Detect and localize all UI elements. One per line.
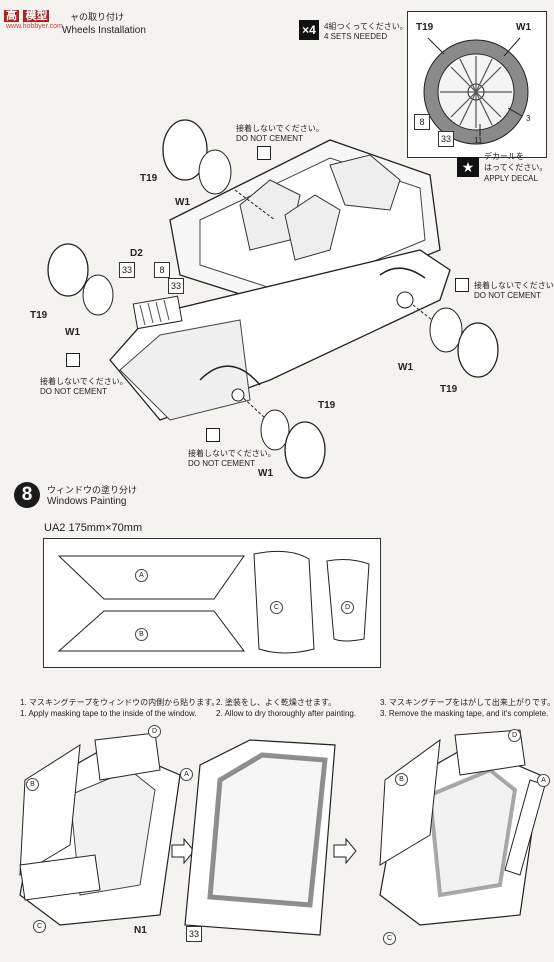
no-cement-jp-4: 接着しないでください。 (188, 449, 276, 458)
part-t19-bottom: T19 (318, 400, 336, 411)
decal-jp2: はってください。 (484, 163, 548, 172)
bottom-label-c3: C (383, 932, 396, 945)
no-cement-en-2: DO NOT CEMENT (474, 291, 541, 300)
piece-b: B (135, 628, 148, 641)
instruction-2-jp: 2. 塗装をし、よく乾燥させます。 (216, 698, 337, 707)
no-cement-icon (66, 353, 80, 367)
part-w1-top: W1 (175, 197, 190, 208)
bottom-label-b1: B (26, 778, 39, 791)
instruction-3-en: 3. Remove the masking tape, and it's com… (380, 709, 549, 718)
instruction-2-en: 2. Allow to dry thoroughly after paintin… (216, 709, 357, 718)
instruction-3-jp: 3. マスキングテープをはがして出来上がりです。 (380, 698, 554, 707)
part-t19-left: T19 (30, 310, 48, 321)
piece-a: A (135, 569, 148, 582)
bottom-label-a3: A (537, 774, 550, 787)
part-t19-top: T19 (140, 173, 158, 184)
detail-label-11: 11 (474, 136, 483, 145)
detail-label-w1: W1 (516, 22, 531, 33)
decal-en: APPLY DECAL (484, 174, 538, 183)
bottom-label-a1: A (180, 768, 193, 781)
sets-jp: 4組つくってください。 (324, 22, 408, 31)
no-cement-en-1: DO NOT CEMENT (236, 134, 303, 143)
step7-title-jp: ャの取り付け (70, 12, 125, 22)
part-w1-bottom: W1 (258, 468, 273, 479)
logo-sub: 模型 (23, 10, 50, 22)
detail-label-3: 3 (526, 114, 531, 123)
step7-title-en: Wheels Installation (62, 25, 146, 36)
piece-c: C (270, 601, 283, 614)
bottom-label-d1: D (148, 725, 161, 738)
step8-title-en: Windows Painting (47, 496, 127, 507)
chassis-assembly-drawing (47, 119, 499, 479)
window-pieces-drawing (57, 550, 370, 654)
no-cement-en-3: DO NOT CEMENT (40, 387, 107, 396)
window-masking-diagrams (19, 729, 546, 936)
part-33-left: 33 (119, 262, 135, 278)
no-cement-jp-3: 接着しないでください。 (40, 377, 128, 386)
part-w1-left: W1 (65, 327, 80, 338)
no-cement-en-4: DO NOT CEMENT (188, 459, 255, 468)
no-cement-icon (257, 146, 271, 160)
no-cement-icon (455, 278, 469, 292)
step8-title-jp: ウィンドウの塗り分け (47, 485, 138, 495)
decal-jp1: デカールを (484, 152, 524, 161)
instruction-1-jp: 1. マスキングテープをウィンドウの内側から貼ります。 (20, 698, 220, 707)
clear-parts-sheet: A B C D (43, 538, 381, 668)
bottom-label-c1: C (33, 920, 46, 933)
sheet-label: UA2 175mm×70mm (44, 522, 143, 534)
sets-badge: ×4 (299, 20, 319, 40)
brand-logo: 高 模型 (4, 6, 50, 24)
part-d2: D2 (130, 248, 143, 259)
instruction-1-en: 1. Apply masking tape to the inside of t… (20, 709, 197, 718)
no-cement-icon (206, 428, 220, 442)
bottom-label-b3: B (395, 773, 408, 786)
no-cement-jp-2: 接着しないでください。 (474, 281, 554, 290)
part-8: 8 (154, 262, 170, 278)
logo-text: 高 (4, 10, 19, 22)
part-t19-right: T19 (440, 384, 458, 395)
bottom-label-n1: N1 (134, 925, 147, 936)
bottom-label-d3: D (508, 729, 521, 742)
watermark: www.hobbyer.com (6, 23, 63, 30)
part-33-mid: 33 (168, 278, 184, 294)
part-w1-right: W1 (398, 362, 413, 373)
detail-label-8: 8 (414, 114, 430, 130)
detail-label-33: 33 (438, 131, 454, 147)
no-cement-jp-1: 接着しないでください。 (236, 124, 324, 133)
detail-label-t19: T19 (416, 22, 434, 33)
piece-d: D (341, 601, 354, 614)
step8-number: 8 (14, 482, 40, 508)
wheel-detail-box: T19 W1 3 8 33 11 (407, 11, 547, 158)
bottom-label-33: 33 (186, 926, 202, 942)
wheel-detail-drawing (423, 37, 529, 145)
star-decal-icon: ★ (457, 157, 479, 177)
sets-en: 4 SETS NEEDED (324, 32, 388, 41)
